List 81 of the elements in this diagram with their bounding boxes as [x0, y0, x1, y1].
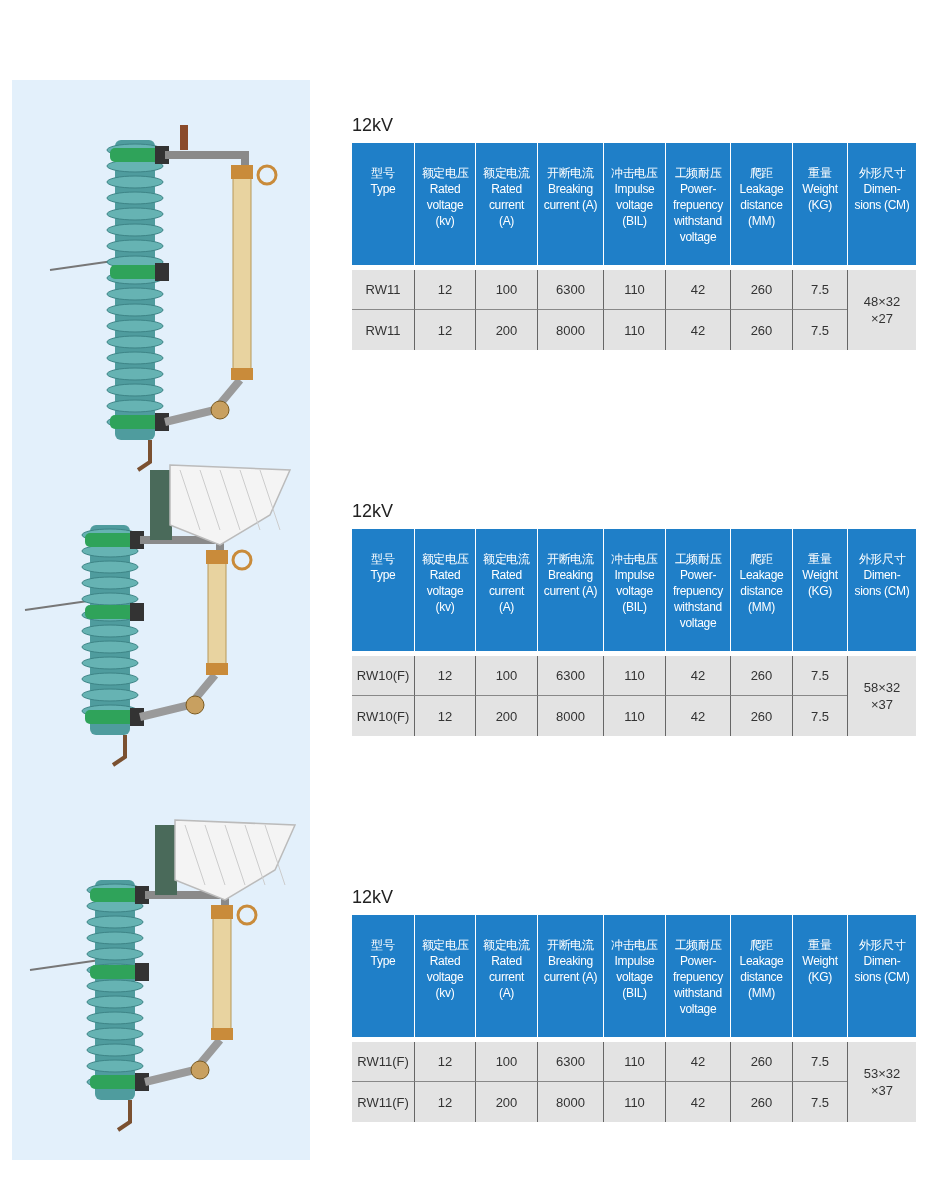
table-cell: 110 — [603, 1082, 665, 1122]
table-cell: 200 — [475, 310, 537, 350]
header-cell: 外形尺寸 Dimen-sions (CM) — [848, 915, 916, 1037]
table-cell: RW11 — [352, 270, 414, 310]
table-cell: 260 — [730, 1082, 792, 1122]
header-cell: 爬距 Leakage distance (MM) — [731, 143, 792, 265]
header-cell: 工频耐压 Power-frepuency withstand voltage — [666, 143, 730, 265]
table-cell: 260 — [730, 1042, 792, 1082]
table-cell: 110 — [603, 310, 665, 350]
table-cell: 6300 — [537, 1042, 603, 1082]
table-cell: 12 — [414, 270, 475, 310]
table-cell: 42 — [665, 310, 730, 350]
header-cell: 额定电压 Rated voltage (kv) — [415, 143, 475, 265]
header-cell: 型号 Type — [352, 529, 414, 651]
header-cell: 爬距 Leakage distance (MM) — [731, 915, 792, 1037]
table-cell: 110 — [603, 1042, 665, 1082]
header-cell: 型号 Type — [352, 143, 414, 265]
table-cell: RW11 — [352, 310, 414, 350]
table-cell: 7.5 — [792, 656, 847, 696]
table-cell: 260 — [730, 310, 792, 350]
header-cell: 额定电压 Rated voltage (kv) — [415, 915, 475, 1037]
header-cell: 工频耐压 Power-frepuency withstand voltage — [666, 529, 730, 651]
table-cell: 42 — [665, 696, 730, 736]
table-cell: 100 — [475, 1042, 537, 1082]
table-cell: 7.5 — [792, 270, 847, 310]
table-cell: 12 — [414, 1042, 475, 1082]
table-cell: 100 — [475, 270, 537, 310]
table-cell: 7.5 — [792, 696, 847, 736]
table-cell: 260 — [730, 270, 792, 310]
header-cell: 重量 Weight (KG) — [793, 529, 847, 651]
header-cell: 重量 Weight (KG) — [793, 143, 847, 265]
table-cell: 260 — [730, 696, 792, 736]
header-cell: 额定电压 Rated voltage (kv) — [415, 529, 475, 651]
table-cell: 53×32 ×37 — [847, 1042, 916, 1122]
header-cell: 外形尺寸 Dimen-sions (CM) — [848, 529, 916, 651]
header-cell: 重量 Weight (KG) — [793, 915, 847, 1037]
table-cell: 12 — [414, 310, 475, 350]
header-cell: 型号 Type — [352, 915, 414, 1037]
header-cell: 开断电流 Breaking current (A) — [538, 529, 603, 651]
table-cell: 6300 — [537, 656, 603, 696]
header-cell: 外形尺寸 Dimen-sions (CM) — [848, 143, 916, 265]
table-cell: 110 — [603, 270, 665, 310]
table-cell: 110 — [603, 696, 665, 736]
header-cell: 冲击电压 Impulse voltage (BIL) — [604, 915, 665, 1037]
table-cell: 100 — [475, 656, 537, 696]
table-cell: RW11(F) — [352, 1082, 414, 1122]
section-heading: 12kV — [352, 887, 395, 908]
header-cell: 额定电流 Rated current (A) — [476, 915, 537, 1037]
table-cell: RW10(F) — [352, 696, 414, 736]
table-cell: 6300 — [537, 270, 603, 310]
table-cell: RW10(F) — [352, 656, 414, 696]
table-cell: 42 — [665, 270, 730, 310]
section-heading: 12kV — [352, 115, 395, 136]
header-cell: 额定电流 Rated current (A) — [476, 143, 537, 265]
table-cell: 7.5 — [792, 310, 847, 350]
header-cell: 工频耐压 Power-frepuency withstand voltage — [666, 915, 730, 1037]
table-cell: 42 — [665, 1042, 730, 1082]
section-heading: 12kV — [352, 501, 395, 522]
header-cell: 开断电流 Breaking current (A) — [538, 143, 603, 265]
table-cell: RW11(F) — [352, 1042, 414, 1082]
table-cell: 7.5 — [792, 1042, 847, 1082]
table-cell: 200 — [475, 1082, 537, 1122]
table-cell: 8000 — [537, 1082, 603, 1122]
table-cell: 58×32 ×37 — [847, 656, 916, 736]
table-cell: 12 — [414, 656, 475, 696]
header-cell: 开断电流 Breaking current (A) — [538, 915, 603, 1037]
table-cell: 200 — [475, 696, 537, 736]
table-cell: 260 — [730, 656, 792, 696]
table-cell: 42 — [665, 656, 730, 696]
table-cell: 12 — [414, 696, 475, 736]
table-cell: 8000 — [537, 696, 603, 736]
header-cell: 冲击电压 Impulse voltage (BIL) — [604, 529, 665, 651]
table-cell: 42 — [665, 1082, 730, 1122]
table-cell: 7.5 — [792, 1082, 847, 1122]
table-cell: 110 — [603, 656, 665, 696]
table-cell: 8000 — [537, 310, 603, 350]
header-cell: 额定电流 Rated current (A) — [476, 529, 537, 651]
header-cell: 爬距 Leakage distance (MM) — [731, 529, 792, 651]
table-cell: 48×32 ×27 — [847, 270, 916, 350]
table-cell: 12 — [414, 1082, 475, 1122]
header-cell: 冲击电压 Impulse voltage (BIL) — [604, 143, 665, 265]
